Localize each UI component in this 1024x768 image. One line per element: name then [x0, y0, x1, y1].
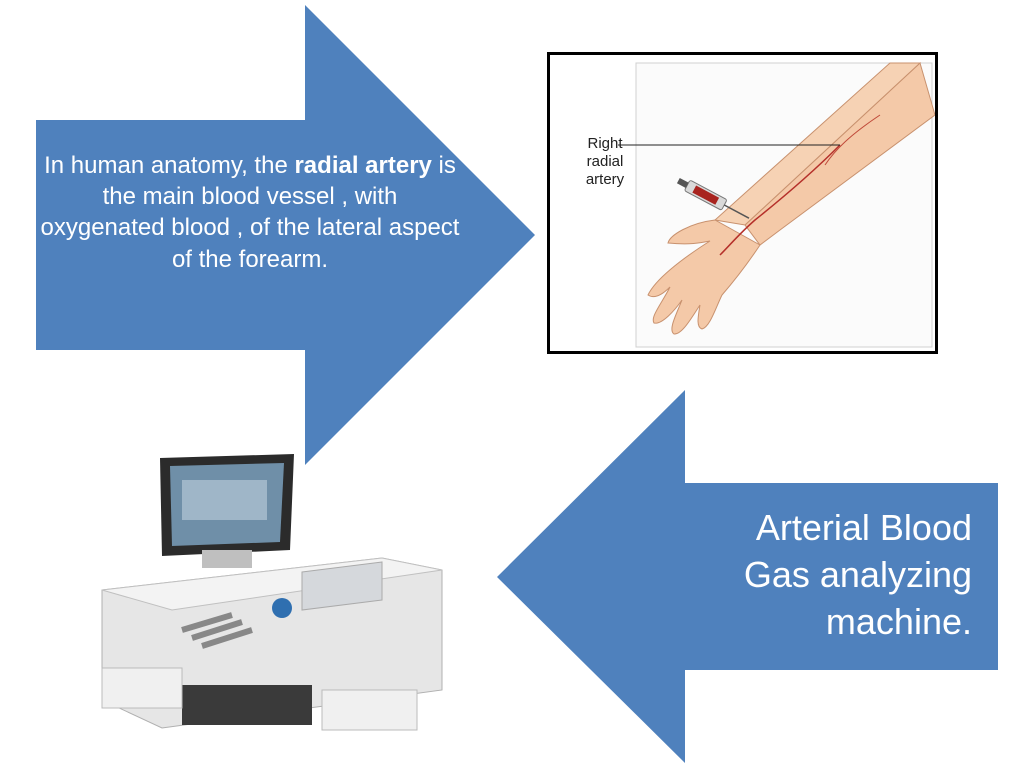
radial-artery-illustration: Right radial artery: [547, 52, 938, 354]
bold-artery: artery: [365, 152, 432, 179]
right-radial-artery-label: Right radial artery: [585, 135, 625, 188]
blood-gas-analyzer-image: [101, 454, 443, 731]
forearm-drawing: [618, 62, 935, 348]
radial-artery-description: In human anatomy, the radial artery is t…: [40, 152, 460, 273]
abg-machine-caption: Arterial Blood Gas analyzing machine.: [743, 507, 972, 642]
bold-radial: radial: [294, 152, 359, 179]
